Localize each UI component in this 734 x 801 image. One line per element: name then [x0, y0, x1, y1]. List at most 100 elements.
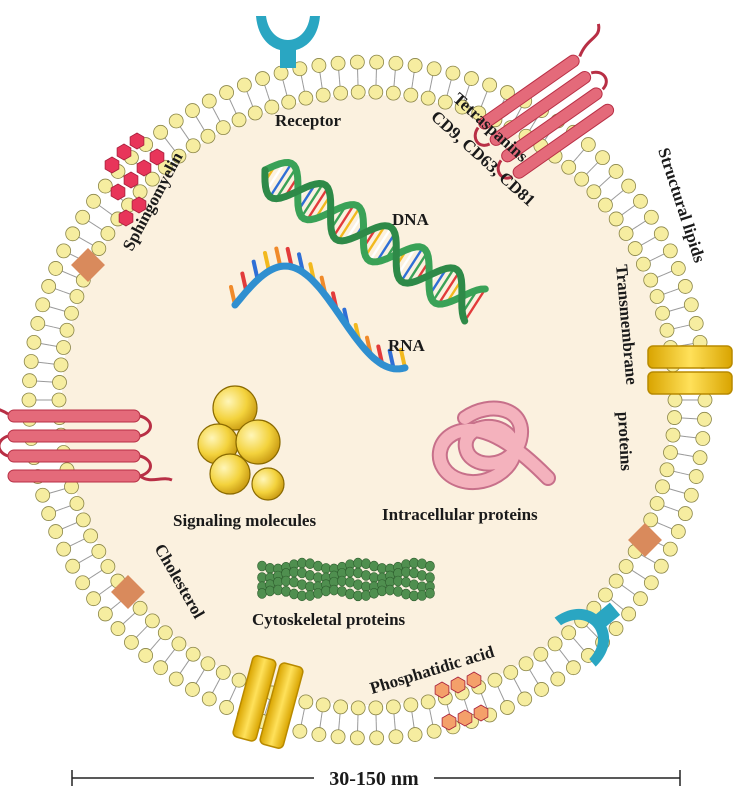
- lipid-tail: [516, 106, 523, 116]
- lipid-tail: [319, 71, 322, 82]
- lipid-head: [500, 700, 515, 715]
- dna-base-pair: [463, 288, 487, 322]
- lipid-head: [51, 392, 67, 408]
- lipid-head: [635, 256, 651, 272]
- lipid-head: [315, 697, 331, 713]
- lipid-head: [264, 99, 280, 115]
- lipid-head: [65, 558, 81, 574]
- dna-base-pair: [406, 252, 429, 284]
- signaling-molecules-label: Signaling molecules: [173, 511, 316, 530]
- lipid-head: [350, 700, 366, 716]
- lipid-head: [667, 392, 683, 408]
- lipid-head: [561, 625, 577, 641]
- lipid-tail: [35, 380, 46, 383]
- lipid-tail: [591, 630, 599, 639]
- lipid-head: [48, 261, 64, 276]
- lipid-tail: [300, 74, 304, 85]
- cytoskeletal-bead: [257, 588, 267, 599]
- lipid-tail: [615, 189, 625, 197]
- lipid-head: [75, 209, 91, 225]
- lipid-head: [454, 99, 470, 115]
- lipid-tail: [655, 253, 666, 259]
- lipid-head: [420, 90, 436, 106]
- lipid-tail: [675, 305, 686, 310]
- dna-base-pair: [375, 232, 396, 263]
- lipid-tail: [263, 706, 268, 716]
- lipid-head: [236, 77, 252, 93]
- lipid-head: [144, 613, 160, 629]
- cytoskeletal-bead: [361, 581, 371, 593]
- lipid-tail: [109, 603, 119, 611]
- lipid-head: [215, 665, 231, 680]
- lipid-head: [662, 243, 678, 259]
- lipid-head: [292, 723, 308, 739]
- lipid-tail: [37, 361, 48, 364]
- lipid-head: [231, 112, 247, 128]
- lipid-head: [643, 209, 659, 225]
- lipid-tail: [430, 715, 434, 726]
- lipid-head: [547, 636, 563, 652]
- lipid-tail: [54, 287, 64, 293]
- lipid-head: [231, 672, 247, 688]
- lipid-head: [407, 727, 423, 742]
- lipid-head: [618, 226, 634, 241]
- phosphatidic-acid-unit: [434, 681, 450, 699]
- lipid-tail: [663, 524, 674, 530]
- lipid-tail: [246, 90, 251, 101]
- phosphatidic-acid-unit: [457, 709, 473, 727]
- lipid-tail: [68, 541, 79, 547]
- cytoskeletal-bead: [321, 585, 331, 597]
- cytoskeletal-bead: [409, 579, 419, 591]
- lipid-head: [618, 559, 634, 574]
- dna-base-pair: [332, 203, 356, 238]
- lipid-head: [621, 606, 637, 622]
- lipid-tail: [338, 720, 340, 731]
- lipid-head: [697, 392, 713, 408]
- intracellular-proteins-icon: [431, 400, 556, 490]
- lipid-head: [482, 77, 498, 93]
- cytoskeletal-bead: [353, 579, 363, 590]
- lipid-head: [201, 93, 217, 109]
- lipid-head: [550, 671, 566, 687]
- lipid-tail: [54, 507, 64, 513]
- cytoskeletal-bead: [417, 558, 427, 570]
- lipid-tail: [684, 454, 695, 458]
- signaling-molecules-icon: [197, 385, 285, 501]
- lipid-head: [692, 450, 708, 466]
- cytoskeletal-bead: [329, 584, 339, 596]
- lipid-head: [653, 226, 669, 242]
- lipid-tail: [228, 692, 234, 703]
- lipid-tail: [647, 557, 657, 564]
- lipid-head: [627, 241, 643, 256]
- lipid-head: [333, 699, 349, 715]
- sphingomyelin-unit: [104, 156, 120, 174]
- lipid-tail: [179, 665, 186, 675]
- lipid-tail: [670, 287, 680, 293]
- cytoskeletal-bead: [297, 567, 307, 579]
- lipid-tail: [338, 69, 340, 80]
- lipid-head: [91, 241, 107, 256]
- lipid-head: [350, 84, 366, 100]
- dna-label: DNA: [392, 210, 430, 229]
- lipid-head: [124, 634, 139, 650]
- cytoskeletal-bead: [361, 590, 371, 601]
- lipid-head: [200, 128, 216, 144]
- lipid-head: [683, 297, 699, 313]
- scale-bar: 30-150 nm: [71, 768, 681, 790]
- lipid-tail: [637, 573, 647, 580]
- cytoskeletal-bead: [393, 586, 403, 597]
- lipid-head: [219, 85, 234, 100]
- cytoskeletal-bead: [337, 575, 347, 587]
- lipid-head: [655, 305, 670, 321]
- dna-strand: [261, 166, 469, 325]
- lipid-head: [255, 71, 270, 86]
- lipid-tail: [211, 684, 218, 694]
- lipid-head: [633, 193, 648, 209]
- cytoskeletal-bead: [257, 560, 267, 572]
- lipid-head: [633, 591, 648, 607]
- dna-base-pair: [300, 183, 324, 218]
- sphingomyelin-icon: [104, 132, 165, 227]
- lipid-head: [157, 159, 173, 175]
- lipid-tail: [577, 643, 585, 652]
- sphingomyelin-unit: [118, 209, 134, 227]
